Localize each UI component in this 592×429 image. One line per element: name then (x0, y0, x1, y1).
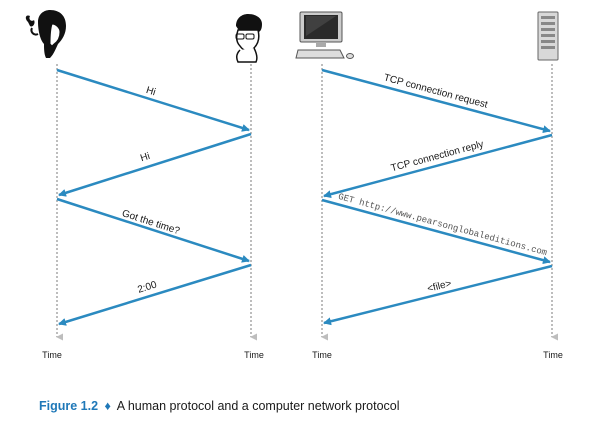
time-label-computer: Time (312, 350, 332, 360)
network-arrow-2 (323, 133, 553, 199)
human-arrow-3 (56, 197, 250, 263)
network-message-label-3: GET http://www.pearsonglobaleditions.com (337, 192, 548, 258)
human-arrow-4 (58, 263, 252, 326)
human-arrow-1 (56, 68, 250, 132)
man-icon (235, 14, 262, 63)
woman-icon (25, 10, 66, 58)
server-icon (537, 11, 559, 61)
human-message-label-1: Hi (145, 85, 157, 98)
time-label-server: Time (543, 350, 563, 360)
caption-text: A human protocol and a computer network … (116, 399, 400, 413)
computer-icon (295, 11, 354, 59)
caption-separator: ♦ (104, 399, 111, 413)
network-arrow-1 (321, 68, 551, 134)
time-label-woman: Time (42, 350, 62, 360)
network-arrow-4 (323, 264, 553, 326)
figure-label: Figure 1.2 (39, 399, 99, 413)
network-arrow-3 (321, 198, 551, 265)
human-arrow-2 (58, 132, 252, 197)
time-label-man: Time (244, 350, 264, 360)
human-message-label-2: Hi (139, 151, 151, 164)
figure-caption: Figure 1.2 ♦ A human protocol and a comp… (39, 399, 400, 413)
